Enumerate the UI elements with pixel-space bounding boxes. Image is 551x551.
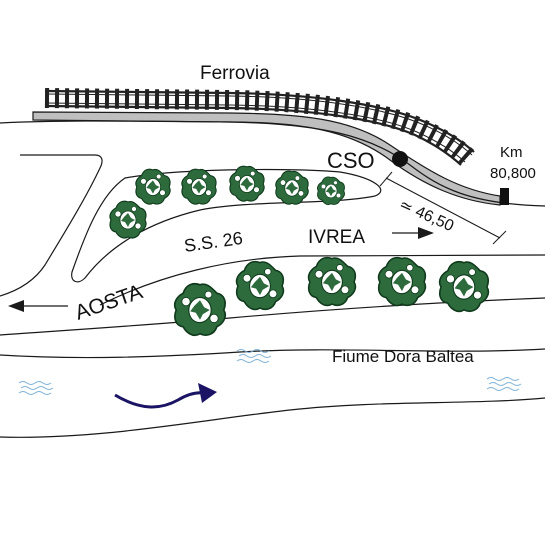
river-label: Fiume Dora Baltea <box>332 347 474 366</box>
roadside-trees <box>173 256 490 337</box>
tree-icon <box>438 260 490 313</box>
river-bank-north <box>0 348 546 359</box>
upper-boundary <box>0 120 546 207</box>
flow-arrow-icon <box>114 383 217 409</box>
direction-arrow-icon <box>8 300 68 312</box>
tree-icon <box>109 200 147 239</box>
station-label: CSO <box>327 148 375 173</box>
tree-icon <box>235 260 285 311</box>
water-ripple-icon <box>18 381 54 395</box>
tree-icon <box>181 168 217 205</box>
road-label: S.S. 26 <box>183 228 244 256</box>
railway-track <box>44 88 475 166</box>
km-marker <box>500 188 509 205</box>
km-label: Km <box>500 144 523 161</box>
wooded-island <box>71 168 382 283</box>
tree-icon <box>173 282 227 337</box>
km-value: 80,800 <box>490 165 536 182</box>
tree-icon <box>229 165 265 202</box>
railway-label: Ferrovia <box>200 63 270 84</box>
left-parcel <box>0 154 103 297</box>
direction-aosta-label: AOSTA <box>72 280 145 324</box>
road-edge-south <box>0 297 546 336</box>
river-bank-south <box>0 397 546 438</box>
distance-dimension <box>379 171 507 245</box>
direction-arrow-icon <box>392 227 434 239</box>
tree-icon <box>307 256 357 307</box>
distance-label: ≃ 46,50 <box>396 196 456 235</box>
tree-icon <box>135 168 171 205</box>
tree-icon <box>377 256 427 307</box>
direction-ivrea-label: IVREA <box>308 227 365 248</box>
road-edge-main <box>99 254 546 306</box>
station-dot <box>392 151 408 167</box>
water-ripple-icon <box>486 377 522 391</box>
tree-icon <box>275 170 309 205</box>
